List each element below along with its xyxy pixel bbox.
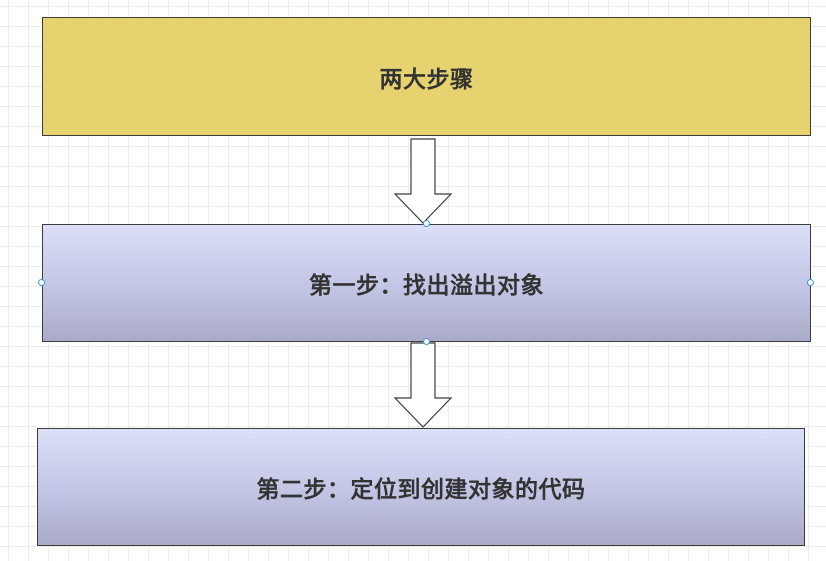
step-1-label: 第一步：找出溢出对象 — [309, 273, 544, 299]
step-1-box[interactable]: 第一步：找出溢出对象 — [42, 224, 811, 342]
selection-handle-top[interactable] — [423, 220, 430, 227]
selection-handle-right[interactable] — [807, 279, 814, 286]
down-arrow-icon — [393, 342, 453, 428]
title-box-label: 两大步骤 — [379, 66, 474, 93]
step-2-label: 第二步：定位到创建对象的代码 — [256, 477, 586, 503]
down-arrow-icon — [393, 138, 453, 224]
selection-handle-bottom[interactable] — [423, 338, 430, 345]
step-2-box[interactable]: 第二步：定位到创建对象的代码 — [37, 428, 805, 546]
selection-handle-left[interactable] — [38, 279, 45, 286]
title-box[interactable]: 两大步骤 — [42, 17, 811, 136]
